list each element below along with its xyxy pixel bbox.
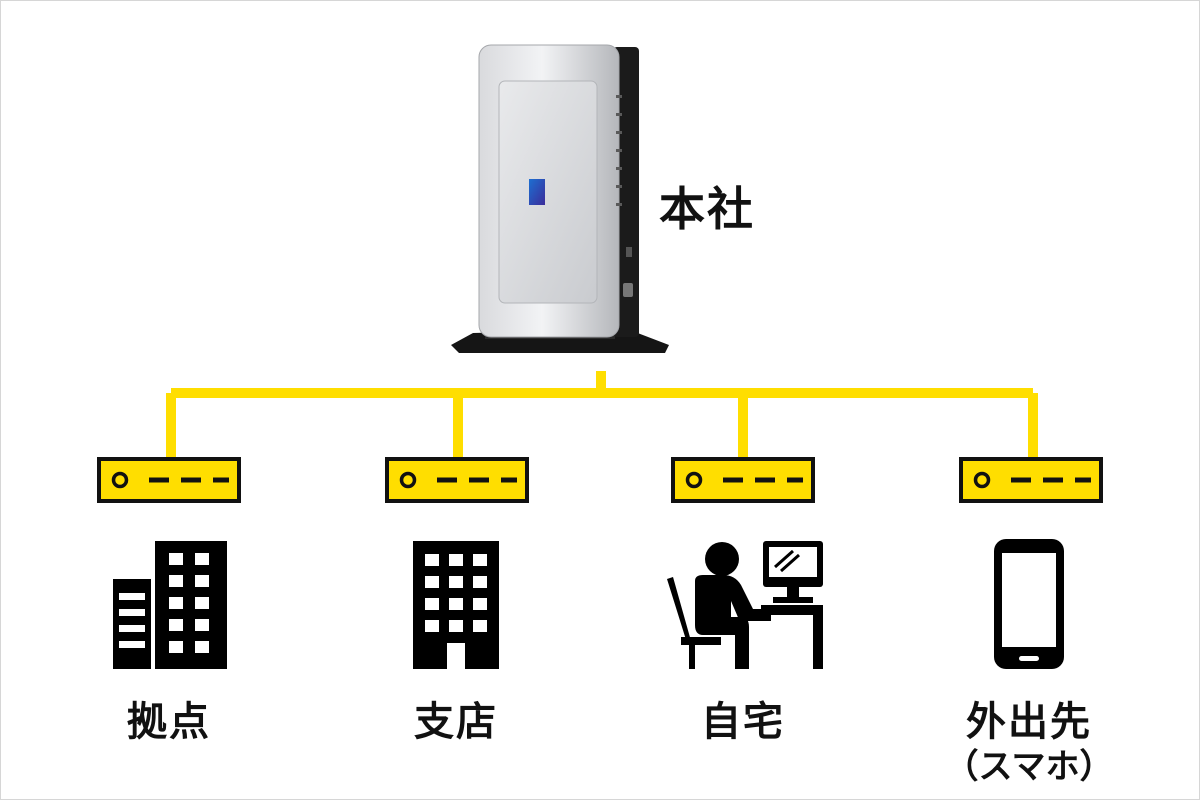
edge-device-icon [959, 457, 1103, 503]
smartphone-icon [994, 539, 1064, 669]
edge-device-icon [385, 457, 529, 503]
edge-device-icon [671, 457, 815, 503]
node-label-1: 拠点 [127, 699, 211, 745]
office-building-icon [413, 541, 499, 669]
router-icon [451, 44, 669, 353]
edge-device-icon [97, 457, 241, 503]
node-label-3: 自宅 [701, 699, 785, 745]
connection-lines [166, 371, 1038, 457]
node-label-2: 支店 [414, 699, 498, 745]
node-sublabel-4: （スマホ） [944, 747, 1114, 787]
hq-label: 本社 [659, 182, 755, 236]
person-at-computer-icon [667, 541, 823, 669]
node-label-4: 外出先 [966, 699, 1092, 745]
office-buildings-icon [113, 541, 227, 669]
